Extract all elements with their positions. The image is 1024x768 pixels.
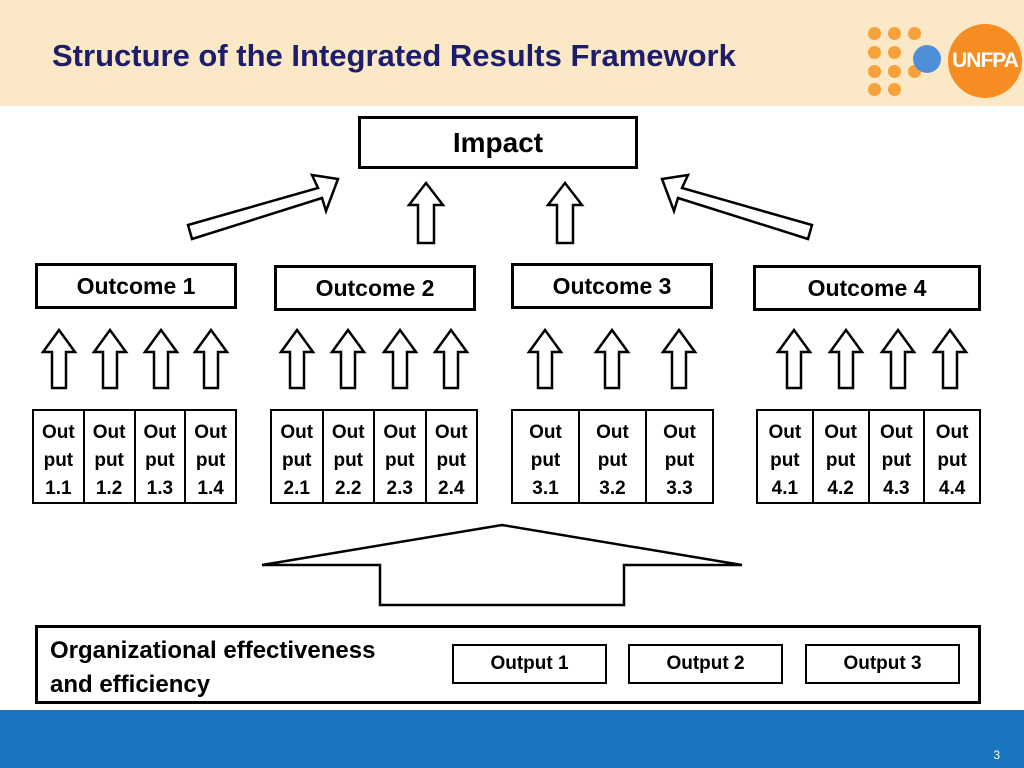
output-4-4: Out put 4.4 xyxy=(935,422,969,499)
arrow-output-3-1-to-outcome xyxy=(526,327,564,390)
outcome-1-box: Outcome 1 xyxy=(35,263,237,309)
outputs-group-4: Out put 4.1 Out put 4.2 Out put 4.3 Out … xyxy=(756,409,981,504)
arrow-output-3-2-to-outcome xyxy=(593,327,631,390)
arrow-output-2-3-to-outcome xyxy=(381,327,419,390)
org-output-2: Output 2 xyxy=(628,644,783,684)
outcome-2-box: Outcome 2 xyxy=(274,265,476,311)
arrow-org-to-outputs xyxy=(261,523,743,607)
arrow-outcome2-to-impact xyxy=(406,180,446,245)
page-number: 3 xyxy=(993,748,1000,762)
output-2-3: Out put 2.3 xyxy=(375,411,427,502)
output-1-1: Out put 1.1 xyxy=(34,411,85,502)
arrow-output-2-4-to-outcome xyxy=(432,327,470,390)
output-2-1: Out put 2.1 xyxy=(272,411,324,502)
output-1-4: Out put 1.4 xyxy=(194,422,227,499)
output-1-3: Out put 1.3 xyxy=(136,411,187,502)
arrow-output-2-1-to-outcome xyxy=(278,327,316,390)
output-4-2: Out put 4.2 xyxy=(814,411,870,502)
outputs-group-2: Out put 2.1 Out put 2.2 Out put 2.3 Out … xyxy=(270,409,478,504)
outcome-3-box: Outcome 3 xyxy=(511,263,713,309)
arrow-outcome3-to-impact xyxy=(545,180,585,245)
org-output-3: Output 3 xyxy=(805,644,960,684)
arrow-output-4-3-to-outcome xyxy=(879,327,917,390)
logo-text: UNFPA xyxy=(948,24,1022,98)
outputs-group-1: Out put 1.1 Out put 1.2 Out put 1.3 Out … xyxy=(32,409,237,504)
arrow-output-2-2-to-outcome xyxy=(329,327,367,390)
output-3-3: Out put 3.3 xyxy=(663,422,696,499)
impact-box: Impact xyxy=(358,116,638,169)
org-effectiveness-label: Organizational effectiveness and efficie… xyxy=(50,637,376,698)
output-1-2: Out put 1.2 xyxy=(85,411,136,502)
arrow-output-1-2-to-outcome xyxy=(91,327,129,390)
output-3-1: Out put 3.1 xyxy=(513,411,580,502)
output-2-4: Out put 2.4 xyxy=(434,422,468,499)
arrow-outcome4-to-impact xyxy=(660,173,814,241)
arrow-output-1-4-to-outcome xyxy=(192,327,230,390)
arrow-output-4-4-to-outcome xyxy=(931,327,969,390)
arrow-output-4-1-to-outcome xyxy=(775,327,813,390)
un-emblem-icon xyxy=(913,45,941,73)
footer-band: 3 xyxy=(0,710,1024,768)
output-2-2: Out put 2.2 xyxy=(324,411,375,502)
arrow-output-1-3-to-outcome xyxy=(142,327,180,390)
unfpa-logo: UNFPA xyxy=(864,22,1024,98)
arrow-outcome1-to-impact xyxy=(186,173,340,241)
org-output-1: Output 1 xyxy=(452,644,607,684)
output-4-1: Out put 4.1 xyxy=(758,411,814,502)
outputs-group-3: Out put 3.1 Out put 3.2 Out put 3.3 xyxy=(511,409,714,504)
arrow-output-3-3-to-outcome xyxy=(660,327,698,390)
output-3-2: Out put 3.2 xyxy=(580,411,647,502)
header-band: Structure of the Integrated Results Fram… xyxy=(0,0,1024,106)
outcome-4-box: Outcome 4 xyxy=(753,265,981,311)
arrow-output-4-2-to-outcome xyxy=(827,327,865,390)
output-4-3: Out put 4.3 xyxy=(870,411,926,502)
arrow-output-1-1-to-outcome xyxy=(40,327,78,390)
slide-title: Structure of the Integrated Results Fram… xyxy=(52,38,736,73)
